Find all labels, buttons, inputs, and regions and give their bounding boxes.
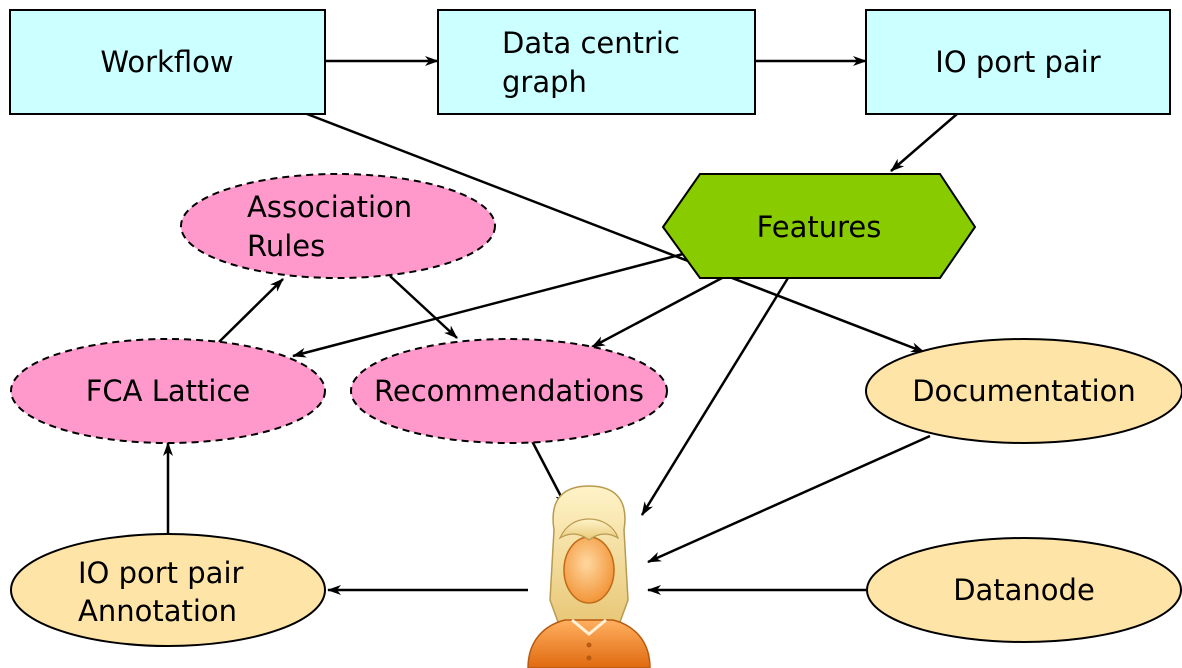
node-io-port-pair-annotation-label-line-2: Annotation (78, 594, 237, 628)
node-workflow: Workflow (9, 9, 326, 115)
node-association-rules-label-line-1: Association (247, 190, 412, 224)
node-recommendations-shape (350, 338, 668, 444)
svg-text:Association Rules: Association Rules (247, 190, 421, 263)
node-recommendations: Recommendations (350, 338, 668, 444)
node-io-port-pair-shape (865, 9, 1171, 115)
node-association-rules-shape (180, 173, 496, 279)
svg-text:FCA Lattice: FCA Lattice (86, 374, 251, 408)
edge-workflow-to-documentation (306, 112, 925, 354)
svg-text:Features: Features (757, 210, 882, 244)
svg-text:IO port pair: IO port pair (935, 45, 1100, 79)
edge-association-rules-to-recommendations (389, 275, 458, 339)
node-fca-lattice-shape (10, 338, 326, 444)
node-features-label: Features (757, 210, 882, 244)
node-io-port-pair: IO port pair (865, 9, 1171, 115)
node-documentation-shape (865, 338, 1182, 444)
edge-documentation-to-user (647, 434, 931, 564)
node-workflow-label: Workflow (100, 45, 233, 79)
svg-text:Workflow: Workflow (100, 45, 233, 79)
node-features-shape (661, 173, 977, 279)
node-fca-lattice: FCA Lattice (10, 338, 326, 444)
node-data-centric-graph-label-line-2: graph (502, 65, 587, 99)
node-datanode-shape (866, 537, 1182, 643)
svg-text:Data centric graph: Data centric graph (502, 26, 689, 99)
node-data-centric-graph-label-line-1: Data centric (502, 26, 680, 60)
node-features: Features (661, 173, 977, 279)
edge-features-to-fca-lattice (292, 252, 684, 358)
node-io-port-pair-annotation-shape (10, 533, 326, 647)
svg-text:Documentation: Documentation (912, 374, 1136, 408)
node-io-port-pair-label: IO port pair (935, 45, 1100, 79)
node-workflow-shape (9, 9, 326, 115)
node-association-rules: Association Rules (180, 173, 496, 279)
node-datanode: Datanode (866, 537, 1182, 643)
edge-fca-lattice-to-association-rules (218, 278, 284, 343)
edge-features-to-user (640, 277, 790, 516)
node-io-port-pair-annotation-label-line-1: IO port pair (78, 556, 243, 590)
edge-io-port-pair-to-features (890, 113, 958, 172)
user-icon (527, 485, 651, 668)
svg-text:Recommendations: Recommendations (374, 374, 644, 408)
node-data-centric-graph: Data centric graph (437, 9, 756, 115)
edge-features-to-recommendations (591, 276, 723, 349)
svg-text:IO port pair Annotation: IO port pair Annotation (78, 556, 253, 628)
node-documentation: Documentation (865, 338, 1182, 444)
node-documentation-label: Documentation (912, 374, 1136, 408)
edges (163, 56, 958, 595)
node-association-rules-label-line-2: Rules (247, 229, 325, 263)
node-datanode-label: Datanode (953, 573, 1095, 607)
node-recommendations-label: Recommendations (374, 374, 644, 408)
node-io-port-pair-annotation: IO port pair Annotation (10, 533, 326, 647)
node-data-centric-graph-shape (437, 9, 756, 115)
svg-text:Datanode: Datanode (953, 573, 1095, 607)
node-fca-lattice-label: FCA Lattice (86, 374, 251, 408)
